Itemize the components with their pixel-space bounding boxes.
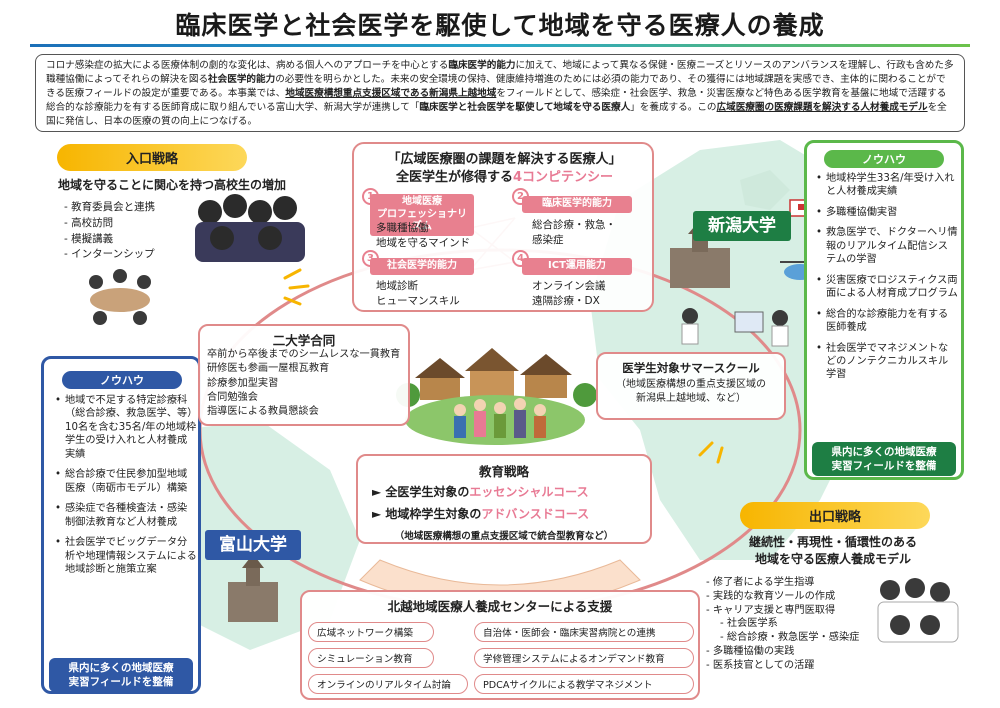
list-item: 診療参加型実習 [207,377,279,389]
sparkle-rays-illustration [283,268,724,464]
niigata-knowhow-list: 地域枠学生33名/年受け入れと人材養成実績 多職種協働実習 救急医学で、ドクター… [816,172,958,389]
niigata-field-footer: 県内に多くの地域医療 実習フィールドを整備 [812,442,956,477]
entrance-heading: 地域を守ることに関心を持つ高校生の増加 [58,178,287,192]
telemedicine-illustration [681,308,789,347]
list-item: - 総合診療・救急医学・感染症 [720,632,860,644]
meeting-illustration [89,269,151,325]
education-advanced-course: ► 地域枠学生対象のアドバンスドコース [372,507,590,521]
list-item: 総合的な診療能力を有する医師養成 [816,308,958,335]
toyama-university-label: 富山大学 [205,530,301,560]
list-item: 救急医学で、ドクターヘリ情報のリアルタイム配信システムの学習 [816,226,958,266]
niigata-knowhow-header: ノウハウ [824,150,944,168]
support-chip: 自治体・医師会・臨床実習病院との連携 [474,622,694,642]
education-strategy-note: （地域医療構想の重点支援区域で統合型教育など） [394,531,614,542]
competency-badge-1: 地域医療 プロフェッショナリズム [370,194,474,236]
summer-school-box [596,352,786,420]
list-item: 指導医による教員懇談会 [207,406,319,418]
toyama-building-illustration [228,554,278,622]
list-item: 社会医学でビッグデータ分析や地理情報システムによる地域診断と施策立案 [55,536,197,576]
summer-school-title: 医学生対象サマースクール [622,361,760,375]
joint-program-list: 卒前から卒後までのシームレスな一貫教育 研修医も参画一屋根瓦教育 診療参加型実習… [207,348,407,419]
list-item: 地域で不足する特定診療科（総合診療、救急医学、等）10名を含む35名/年の地域枠… [55,394,197,461]
competency-badge-2: 臨床医学的能力 [522,196,632,213]
list-item: - キャリア支援と専門医取得 [706,604,836,616]
competency-subtitle: 全医学生が修得する4コンピテンシー [395,170,614,185]
entrance-strategy-pill: 入口戦略 [57,144,247,171]
joint-program-title: 二大学合同 [272,333,336,348]
list-item: 合同勉強会 [207,391,258,403]
exit-strategy-pill: 出口戦略 [740,502,930,529]
intro-text: コロナ感染症の拡大による医療体制の劇的な変化は、病める個人へのアプローチを中心と… [35,54,965,132]
graduates-group-illustration [877,578,959,643]
competency-desc-3: 地域診断 ヒューマンスキル [376,280,460,307]
summer-school-subtitle: （地域医療構想の重点支援区域の 新潟県上越地域、など） [616,379,766,404]
list-item: 模擬講義 [64,232,184,248]
support-center-title: 北越地域医療人養成センターによる支援 [387,599,613,614]
list-item: 感染症で各種検査法・感染制御法教育など人材養成 [55,502,197,529]
education-essential-course: ► 全医学生対象のエッセンシャルコース [372,485,589,499]
list-item: 総合診療で住民参加型地域医療（南砺市モデル）構築 [55,468,197,495]
competency-desc-4: オンライン会議 遠隔診療・DX [532,280,606,307]
list-item: 高校訪問 [64,216,184,232]
competency-badge-3: 社会医学的能力 [370,258,474,275]
competency-badge-4: ICT運用能力 [522,258,632,275]
niigata-building-illustration [670,220,730,288]
toyama-knowhow-header: ノウハウ [62,371,182,389]
exit-heading: 継続性・再現性・循環性のある 地域を守る医療人養成モデル [748,535,917,566]
exit-list: - 修了者による学生指導 - 実践的な教育ツールの作成 - キャリア支援と専門医… [706,576,886,672]
list-item: 災害医療でロジスティクス両面による人材育成プログラム [816,274,958,301]
list-item: 地域枠学生33名/年受け入れと人材養成実績 [816,172,958,199]
list-item: - 修了者による学生指導 [706,577,815,588]
support-chip: シミュレーション教育 [308,648,434,668]
map-sado-island [740,170,790,210]
competency-desc-2: 総合診療・救急・ 感染症 [532,219,616,246]
list-item: 教育委員会と連携 [64,200,184,216]
support-chip: PDCAサイクルによる教学マネジメント [474,674,694,694]
students-group-illustration [195,194,305,262]
list-item: 多職種協働実習 [816,206,958,220]
education-strategy-box [356,454,652,544]
niigata-university-label: 新潟大学 [693,211,791,241]
competency-desc-1: 多職種協働 地域を守るマインド [376,222,471,249]
support-chip: 学修管理システムによるオンデマンド教育 [474,648,694,668]
list-item: 卒前から卒後までのシームレスな一貫教育 [207,349,401,360]
list-item: 研修医も参画一屋根瓦教育 [207,363,330,375]
list-item: - 実践的な教育ツールの作成 [706,590,836,602]
page-title: 臨床医学と社会医学を駆使して地域を守る医療人の養成 [175,11,825,40]
list-item: - 社会医学系 [720,618,778,630]
list-item: 社会医学でマネジメントなどのノンテクニカルスキル学習 [816,342,958,382]
list-item: - 医系技官としての活躍 [706,659,815,671]
residents-illustration [454,398,546,438]
toyama-field-footer: 県内に多くの地域医療 実習フィールドを整備 [49,658,193,693]
competency-title: 「広域医療圏の課題を解決する医療人」 [387,152,622,167]
list-item: インターンシップ [64,247,184,263]
education-strategy-title: 教育戦略 [478,464,529,479]
joint-program-box [198,324,410,426]
title-underline [30,44,970,47]
list-item: - 多職種協働の実践 [706,645,795,657]
entrance-list: 教育委員会と連携 高校訪問 模擬講義 インターンシップ [64,200,184,263]
support-chip: オンラインのリアルタイム討論 [308,674,468,694]
support-chip: 広域ネットワーク構築 [308,622,434,642]
toyama-knowhow-list: 地域で不足する特定診療科（総合診療、救急医学、等）10名を含む35名/年の地域枠… [55,394,197,583]
